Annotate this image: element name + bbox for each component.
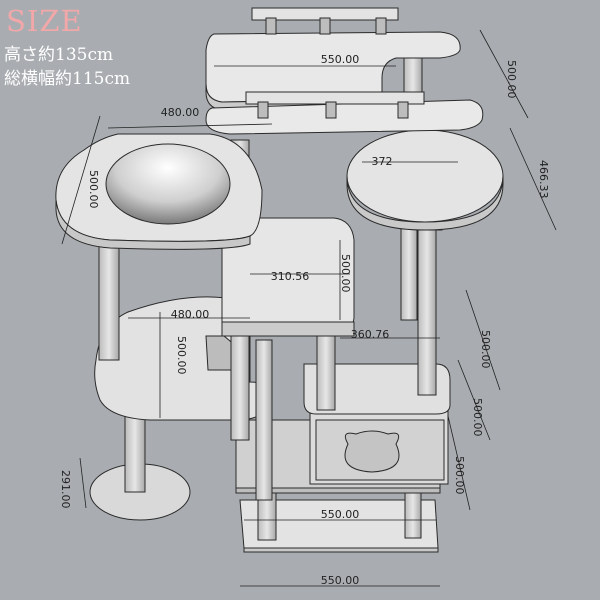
width-spec: 総横幅約115cm: [4, 69, 131, 89]
dim-base-outer-width: 550.00: [321, 574, 360, 587]
dim-top-width: 550.00: [321, 53, 360, 66]
dim-round-base-height: 291.00: [59, 470, 72, 509]
dim-cat-shelf-depth: 500.00: [175, 336, 188, 375]
height-spec: 高さ約135cm: [4, 45, 114, 65]
dim-round-shelf-width: 372: [372, 155, 393, 168]
box-top-platform: [303, 363, 451, 415]
top-shelf-front: [205, 99, 484, 135]
post-right-front: [417, 224, 437, 396]
dim-base-inner-width: 550.00: [321, 508, 360, 521]
dim-box-width: 360.76: [351, 328, 390, 341]
dim-box-depth-c: 500.00: [453, 456, 466, 495]
size-title: SIZE: [6, 4, 83, 38]
top-shelf-back: [205, 31, 461, 103]
dim-top-depth: 500.00: [505, 60, 518, 99]
post-box: [316, 329, 336, 411]
dim-box-depth-a: 500.00: [479, 330, 492, 369]
tower-structure: [55, 7, 504, 553]
post-left-hammock: [98, 235, 120, 361]
bowl: [105, 143, 231, 225]
post-center: [255, 339, 273, 501]
round-shelf: [346, 129, 504, 223]
dimension-lines: [61, 29, 557, 587]
dim-hammock-depth: 500.00: [87, 170, 100, 209]
dim-cat-shelf-width: 480.00: [171, 308, 210, 321]
round-base-post: [124, 409, 146, 493]
dim-hammock-width: 480.00: [161, 106, 200, 119]
base-board-edge: [243, 547, 439, 553]
dim-box-depth-b: 500.00: [471, 398, 484, 437]
dim-middle-shelf-width: 310.56: [271, 270, 310, 283]
dim-round-shelf-depth: 466.33: [537, 160, 550, 199]
cat-face-hole: [344, 430, 400, 473]
dim-middle-shelf-depth: 500.00: [339, 254, 352, 293]
